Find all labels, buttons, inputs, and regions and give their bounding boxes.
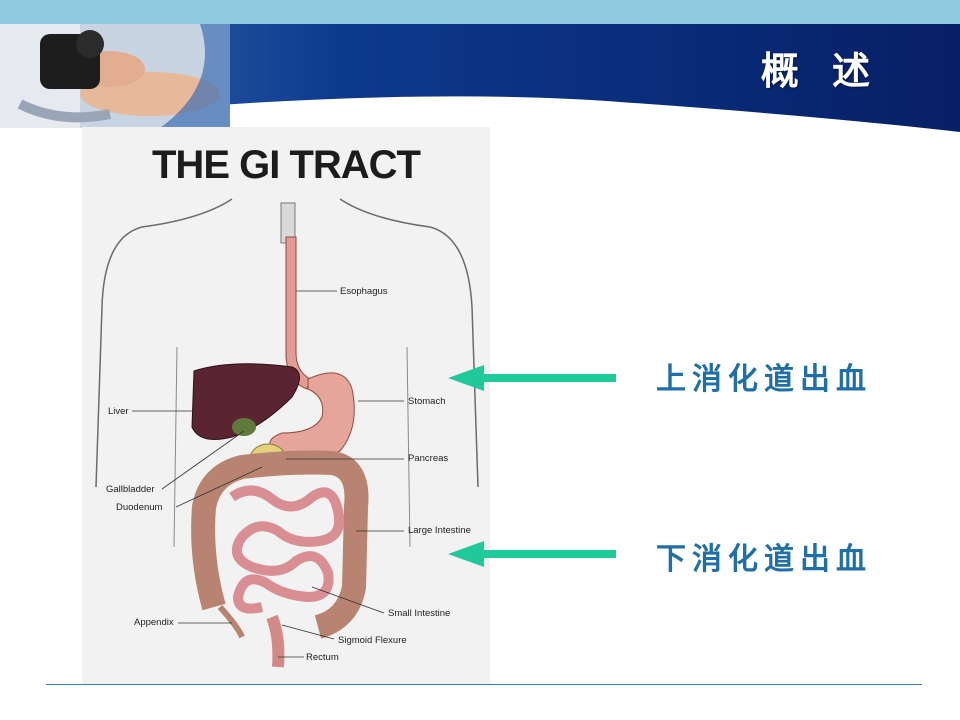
gi-tract-figure: THE GI TRACT bbox=[82, 127, 490, 685]
label-liver: Liver bbox=[108, 406, 129, 417]
lower-arrow-icon bbox=[448, 541, 616, 567]
label-pancreas: Pancreas bbox=[408, 453, 449, 464]
upper-gi-bleeding-label: 上消化道出血 bbox=[656, 362, 872, 397]
lower-gi-bleeding-label: 下消化道出血 bbox=[656, 542, 872, 577]
label-large-intestine: Large Intestine bbox=[408, 525, 471, 536]
anatomy-illustration bbox=[95, 198, 479, 668]
label-small-intestine: Small Intestine bbox=[388, 608, 451, 619]
label-duodenum: Duodenum bbox=[116, 502, 163, 513]
label-appendix: Appendix bbox=[134, 617, 174, 628]
label-sigmoid-flexure: Sigmoid Flexure bbox=[338, 635, 407, 646]
upper-arrow-icon bbox=[448, 365, 616, 391]
label-esophagus: Esophagus bbox=[340, 286, 388, 297]
footer-divider bbox=[46, 684, 922, 685]
label-gallbladder: Gallbladder bbox=[106, 484, 155, 495]
header-banner bbox=[0, 24, 960, 136]
figure-title: THE GI TRACT bbox=[152, 143, 421, 187]
slide-title: 概 述 bbox=[760, 49, 880, 93]
top-accent-strip bbox=[0, 0, 960, 24]
header-photo bbox=[0, 24, 230, 128]
label-stomach: Stomach bbox=[408, 396, 446, 407]
label-rectum: Rectum bbox=[306, 652, 339, 663]
